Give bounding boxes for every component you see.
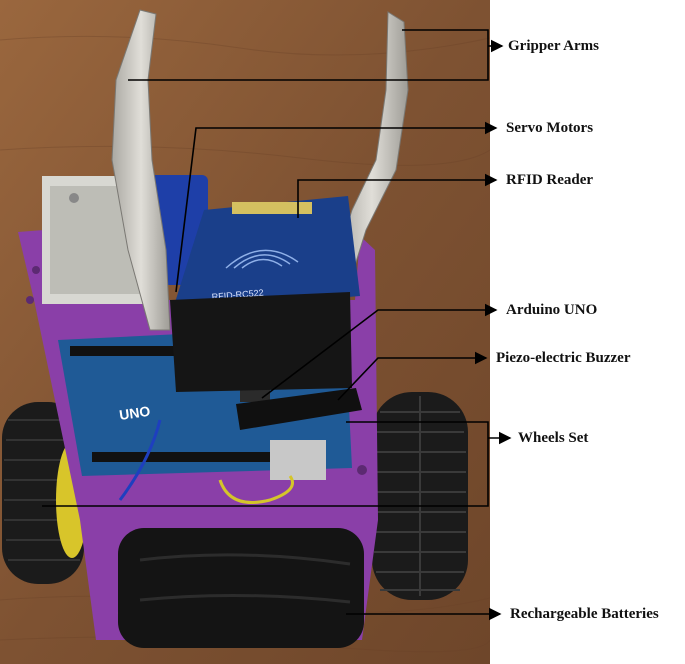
label-gripper-arms: Gripper Arms xyxy=(508,38,599,54)
label-rfid-reader: RFID Reader xyxy=(506,172,594,188)
label-piezo-buzzer: Piezo-electric Buzzer xyxy=(496,350,631,366)
tape-block xyxy=(170,292,352,392)
uno-logo-text: UNO xyxy=(118,403,151,423)
label-servo-motors: Servo Motors xyxy=(506,120,594,136)
robot-photo: UNO RFID-RC522 xyxy=(0,0,490,664)
right-wheel xyxy=(372,392,468,600)
label-wheels-set: Wheels Set xyxy=(518,430,589,446)
rechargeable-batteries xyxy=(118,528,364,648)
label-rechargeable-batteries: Rechargeable Batteries xyxy=(510,606,659,622)
label-arduino-uno: Arduino UNO xyxy=(506,302,598,318)
